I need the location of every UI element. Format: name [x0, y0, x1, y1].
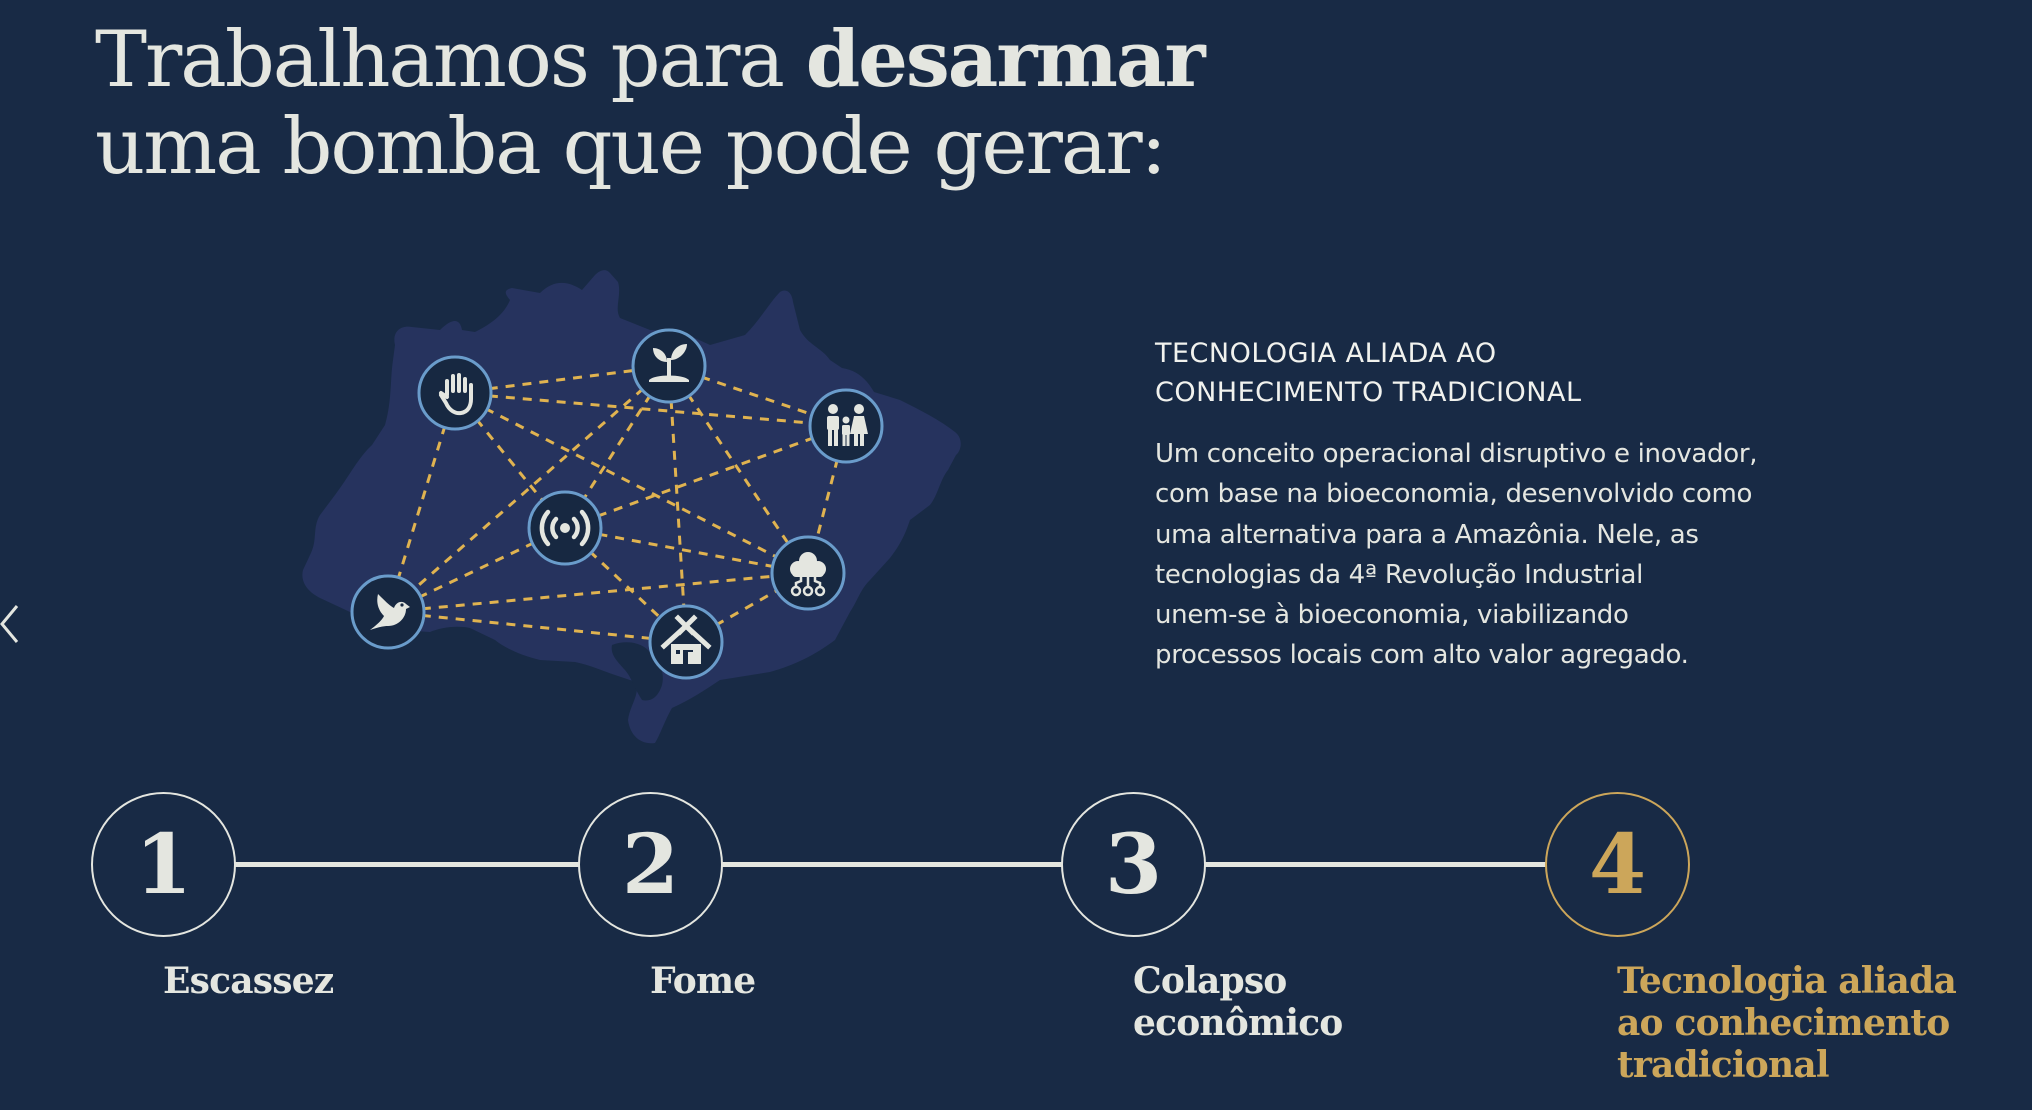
map-node-plant	[631, 328, 707, 404]
raised-hand-icon	[439, 373, 473, 416]
step-number-circle: 2	[578, 792, 723, 937]
map-node-bird	[350, 574, 426, 650]
map-node-signal	[527, 490, 603, 566]
step-label: Fome	[650, 960, 1030, 1002]
timeline-step-4[interactable]: 4 Tecnologia aliada ao conhecimento trad…	[1545, 792, 1957, 1086]
map-node-hand	[417, 355, 493, 431]
concept-heading-line-2: CONHECIMENTO TRADICIONAL	[1155, 377, 1582, 408]
title-line-1: Trabalhamos para desarmar	[95, 14, 1206, 105]
sprout-icon	[649, 344, 689, 382]
concept-heading: TECNOLOGIA ALIADA AO CONHECIMENTO TRADIC…	[1155, 334, 1915, 412]
map-node-cloud	[770, 535, 846, 611]
indigenous-house-icon	[660, 614, 712, 664]
chevron-left-icon	[0, 605, 19, 643]
step-label-line: tradicional	[1617, 1044, 1830, 1086]
timeline-step-2[interactable]: 2 Fome	[578, 792, 756, 1002]
concept-body-line: tecnologias da 4ª Revolução Industrial	[1155, 559, 1644, 590]
step-label-line: Escassez	[163, 960, 334, 1002]
step-label-line: ao conhecimento	[1617, 1002, 1950, 1044]
timeline-connector	[1203, 862, 1548, 867]
broadcast-signal-icon	[539, 509, 591, 547]
timeline-connector	[720, 862, 1065, 867]
previous-slide-button[interactable]	[0, 600, 24, 650]
map-node-family	[808, 388, 884, 464]
map-illustration	[302, 270, 961, 744]
title-line-2: uma bomba que pode gerar:	[95, 102, 1167, 192]
step-label-line: Colapso	[1133, 960, 1287, 1002]
concept-body-line: Um conceito operacional disruptivo e ino…	[1155, 439, 1758, 469]
concept-body: Um conceito operacional disruptivo e ino…	[1155, 434, 1915, 676]
concept-body-line: processos locais com alto valor agregado…	[1155, 640, 1689, 671]
map-node-house	[648, 604, 724, 680]
family-icon	[827, 404, 868, 446]
concept-description: TECNOLOGIA ALIADA AO CONHECIMENTO TRADIC…	[1155, 334, 1915, 676]
concept-body-line: uma alternativa para a Amazônia. Nele, a…	[1155, 519, 1699, 550]
timeline-step-1[interactable]: 1 Escassez	[91, 792, 334, 1002]
map-lake-shape	[611, 642, 663, 701]
timeline-step-3[interactable]: 3 Colapso econômico	[1061, 792, 1343, 1044]
step-number-circle: 3	[1061, 792, 1206, 937]
bird-icon	[370, 594, 410, 630]
cloud-network-icon	[790, 552, 826, 597]
step-number-circle: 1	[91, 792, 236, 937]
step-number-circle: 4	[1545, 792, 1690, 937]
concept-heading-line-1: TECNOLOGIA ALIADA AO	[1155, 338, 1497, 369]
step-label: Colapso econômico	[1133, 960, 1513, 1044]
page-title: Trabalhamos para desarmar uma bomba que …	[95, 14, 1206, 192]
step-label-line: econômico	[1133, 1002, 1343, 1044]
step-label-line: Tecnologia aliada	[1617, 960, 1957, 1002]
concept-body-line: com base na bioeconomia, desenvolvido co…	[1155, 479, 1753, 510]
timeline-connector	[235, 862, 580, 867]
amazon-network-map	[290, 260, 990, 760]
step-label-line: Fome	[650, 960, 756, 1002]
step-label: Tecnologia aliada ao conhecimento tradic…	[1617, 960, 1997, 1086]
concept-body-line: unem-se à bioeconomia, viabilizando	[1155, 600, 1629, 631]
title-emphasis: desarmar	[805, 14, 1206, 105]
step-label: Escassez	[163, 960, 543, 1002]
